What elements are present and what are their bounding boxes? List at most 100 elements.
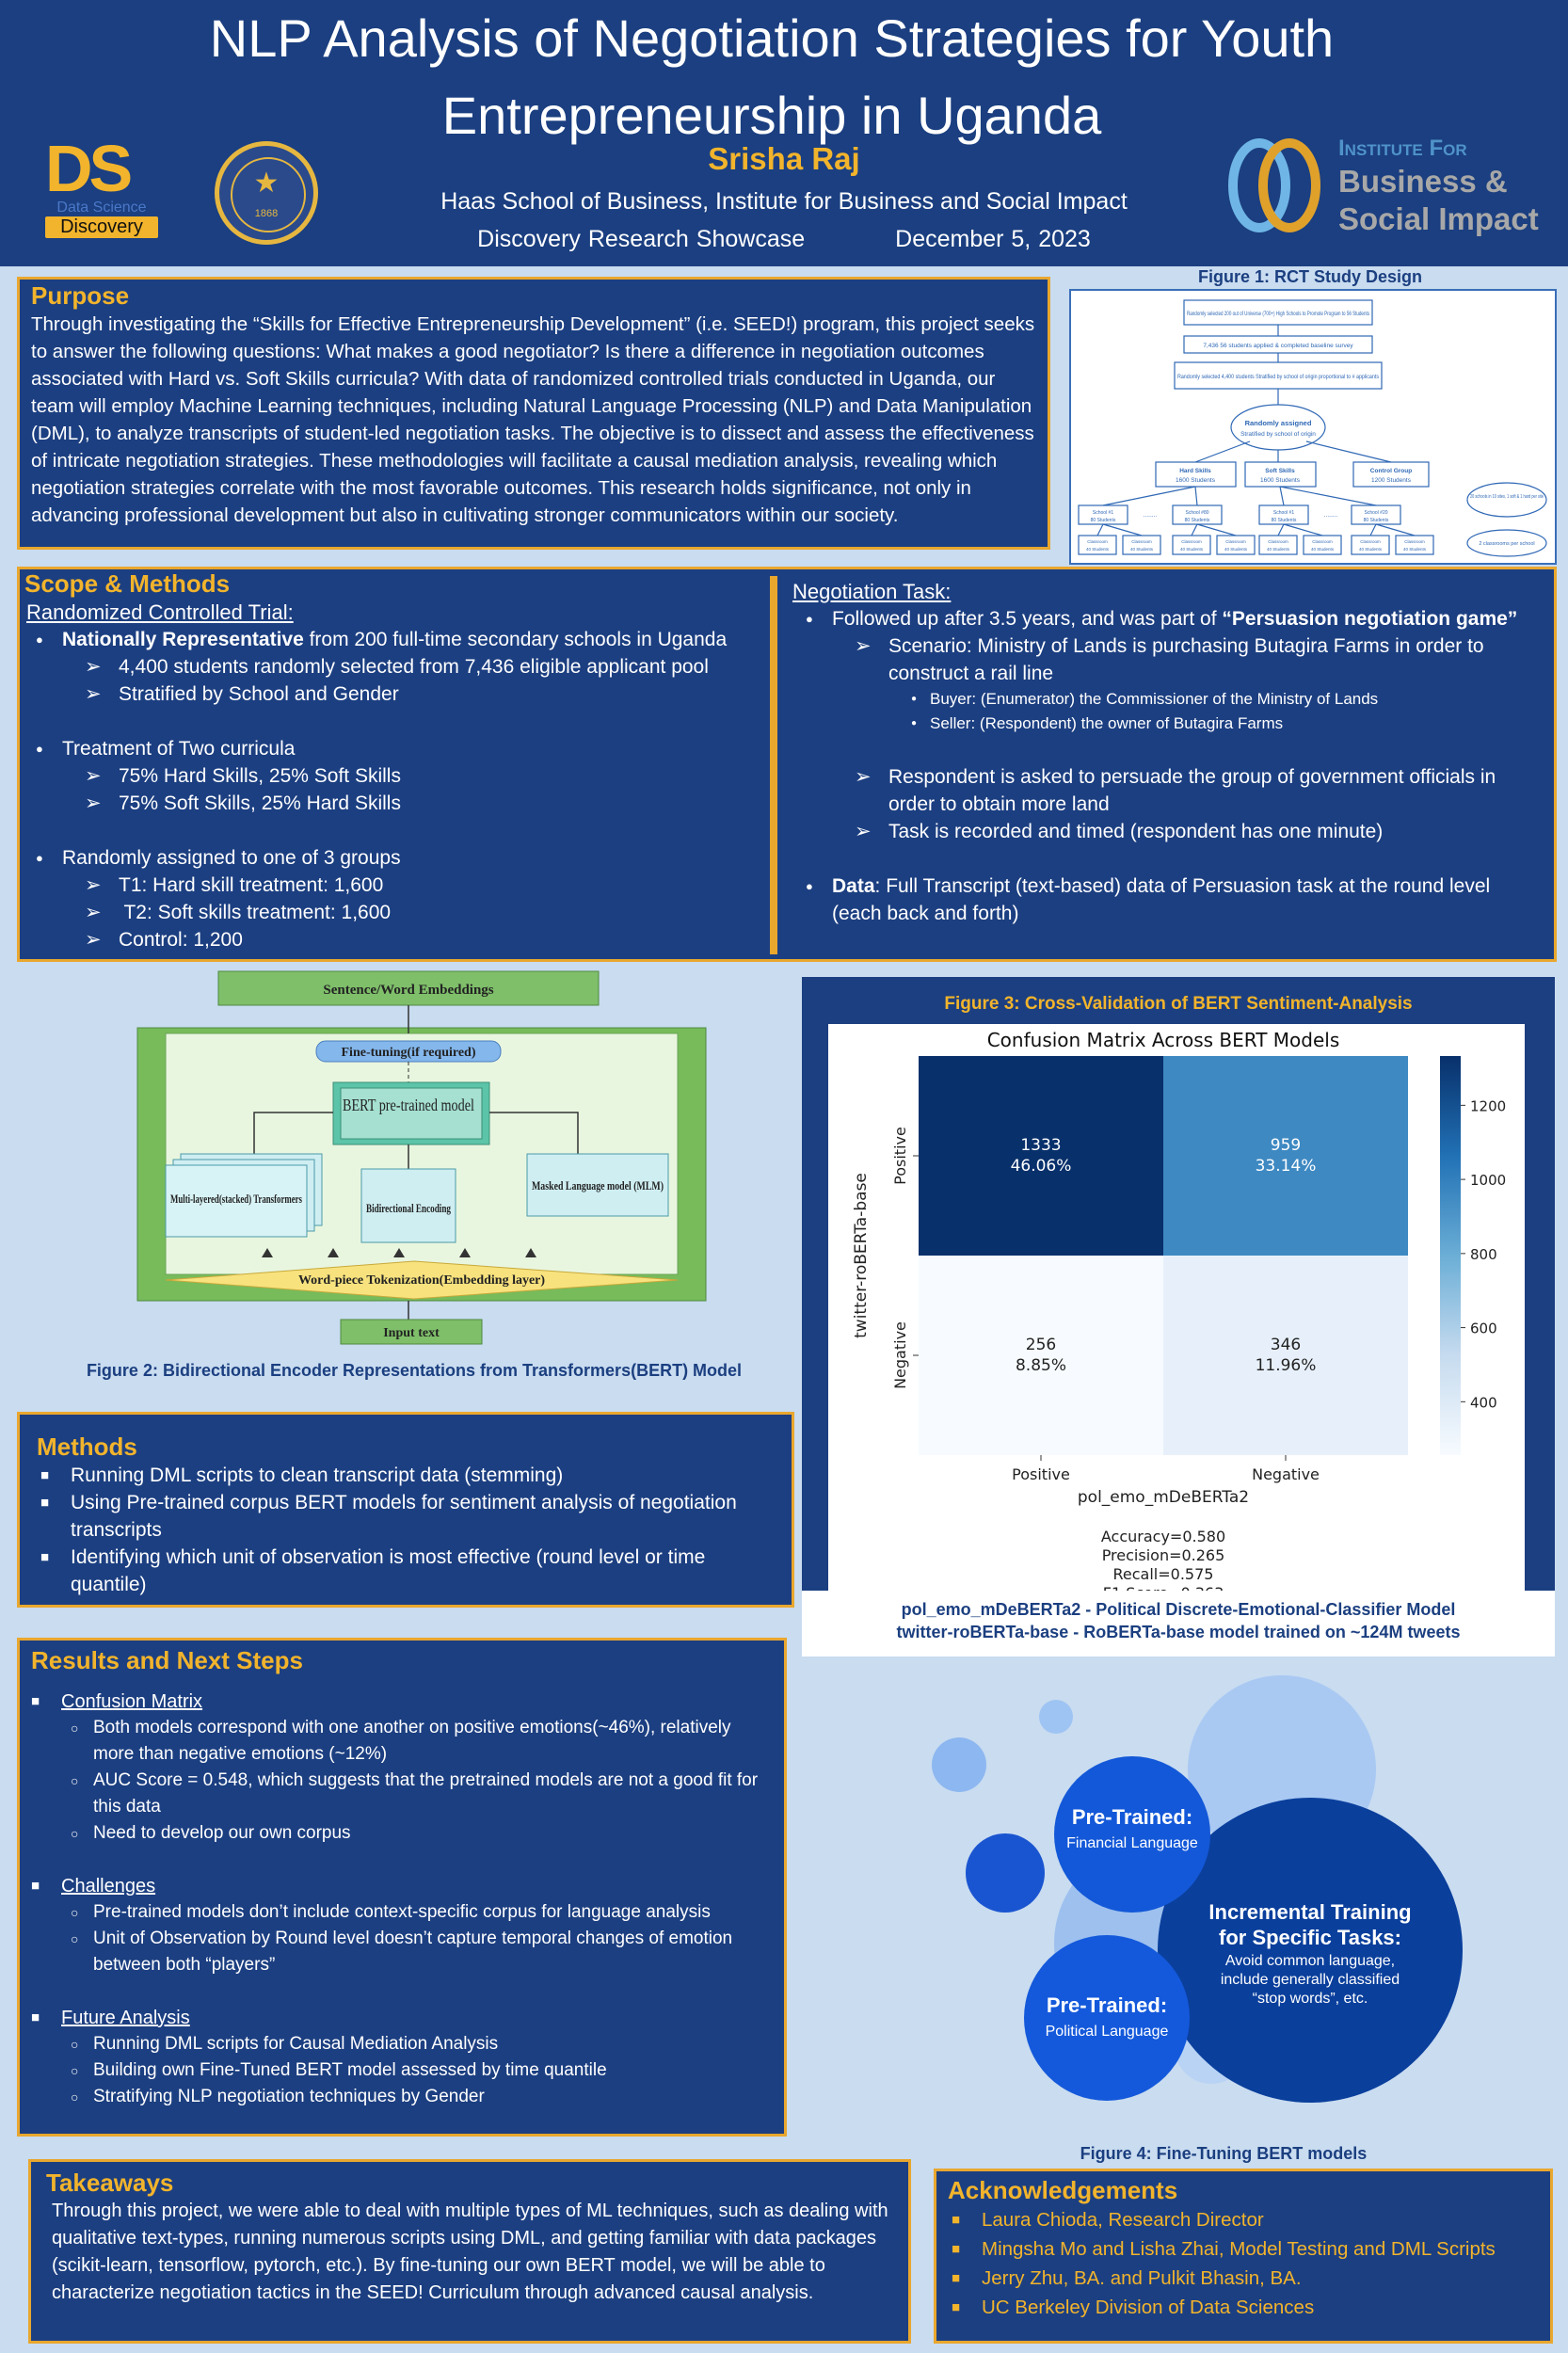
rct-node-assigned-sub: Stratified by school of origin xyxy=(1240,431,1316,438)
rct-school-c: School #1 xyxy=(1273,510,1294,516)
results-ch-item-2: Unit of Observation by Round level doesn… xyxy=(27,1926,775,1978)
methods-heading: Methods xyxy=(37,1433,137,1461)
bubble-deco-1 xyxy=(1039,1700,1073,1734)
figure3-caption: Figure 3: Cross-Validation of BERT Senti… xyxy=(944,994,1413,1014)
rct-classroom-count: 40 Students xyxy=(1224,547,1248,552)
rct-subtitle: Randomized Controlled Trial: xyxy=(26,600,294,624)
event-name: Discovery Research Showcase xyxy=(477,226,806,252)
ack-heading: Acknowledgements xyxy=(948,2176,1178,2204)
rct-school-b-n: 80 Students xyxy=(1185,518,1210,523)
rct-node-control-n: 1200 Students xyxy=(1371,477,1412,484)
rct-classroom-label: Classroom xyxy=(1312,539,1333,544)
bubble-political-title: Pre-Trained: xyxy=(1046,1993,1168,2017)
scope-bullet-groups: Randomly assigned to one of 3 groups T1:… xyxy=(21,844,766,953)
bert-transformers-label: Multi-layered(stacked) Transformers xyxy=(170,1192,302,1206)
author-name: Srisha Raj xyxy=(708,141,860,176)
neg-seller: Seller: (Respondent) the owner of Butagi… xyxy=(832,712,1544,736)
colorbar-tick-label: 1200 xyxy=(1470,1097,1506,1114)
affiliation: Haas School of Business, Institute for B… xyxy=(440,188,1128,215)
ack-item-3: Jerry Zhu, BA. and Pulkit Bhasin, BA. xyxy=(948,2264,1541,2293)
rct-node-hard-n: 1600 Students xyxy=(1176,477,1216,484)
results-challenges: Challenges Pre-trained models don’t incl… xyxy=(27,1873,775,1978)
rct-node-hard: Hard Skills xyxy=(1179,468,1211,474)
figure3-note2: twitter-roBERTa-base - RoBERTa-base mode… xyxy=(896,1623,1461,1641)
purpose-heading: Purpose xyxy=(31,281,130,310)
rct-classroom-count: 40 Students xyxy=(1403,547,1427,552)
colorbar-tick-label: 1000 xyxy=(1470,1172,1506,1189)
figure1-rct-diagram: Randomly selected 200 out of Universe (7… xyxy=(1069,289,1557,565)
rct-classroom-label: Classroom xyxy=(1404,539,1425,544)
figure2-caption: Figure 2: Bidirectional Encoder Represen… xyxy=(86,1361,743,1380)
rct-classroom-count: 40 Students xyxy=(1086,547,1110,552)
bubble-incremental: Incremental Training for Specific Tasks:… xyxy=(1158,1798,1463,2103)
ibsi-rings-icon xyxy=(1228,138,1320,232)
ibsi-line3: Social Impact xyxy=(1338,201,1539,236)
confusion-matrix-svg: Confusion Matrix Across BERT Models13334… xyxy=(852,1029,1506,1602)
neg-bullet-followup: Followed up after 3.5 years, and was par… xyxy=(791,605,1544,845)
negotiation-task-title: Negotiation Task: xyxy=(792,580,952,603)
y-tick-label: Negative xyxy=(891,1321,909,1389)
x-axis-label: pol_emo_mDeBERTa2 xyxy=(1078,1488,1249,1507)
scope-left-column: Scope & Methods Randomized Controlled Tr… xyxy=(21,568,766,953)
cell-percent-label: 11.96% xyxy=(1256,1356,1317,1375)
event-line: Discovery Research Showcase December 5, 2… xyxy=(0,226,1568,253)
colorbar-tick-label: 800 xyxy=(1470,1246,1497,1263)
rct-classroom-label: Classroom xyxy=(1268,539,1288,544)
results-fa-item-1: Running DML scripts for Causal Mediation… xyxy=(27,2031,775,2057)
results-section: Results and Next Steps Confusion Matrix … xyxy=(17,1638,787,2137)
metric-label: Accuracy=0.580 xyxy=(1101,1528,1225,1545)
bert-input-label: Input text xyxy=(383,1326,440,1340)
results-cm-item-3: Need to develop our own corpus xyxy=(27,1820,775,1847)
event-date: December 5, 2023 xyxy=(895,226,1091,252)
neg-sub-scenario: Scenario: Ministry of Lands is purchasin… xyxy=(832,632,1544,736)
scope-sub-control: Control: 1,200 xyxy=(62,926,766,953)
rct-classroom-label: Classroom xyxy=(1087,539,1108,544)
bert-diagram-svg: Sentence/Word Embeddings Fine-tuning(if … xyxy=(136,970,707,1345)
bubble-deco-2 xyxy=(932,1737,986,1792)
ds-logo-letters: DS xyxy=(45,132,133,205)
bert-mlm-label: Masked Language model (MLM) xyxy=(532,1178,664,1193)
bubble-deco-5 xyxy=(966,1833,1045,1913)
results-fa-item-2: Building own Fine-Tuned BERT model asses… xyxy=(27,2057,775,2084)
rct-diagram-svg: Randomly selected 200 out of Universe (7… xyxy=(1078,299,1547,557)
rct-classroom-count: 40 Students xyxy=(1267,547,1290,552)
bert-bidirectional-label: Bidirectional Encoding xyxy=(366,1201,451,1215)
rct-classroom-label: Classroom xyxy=(1360,539,1381,544)
rct-school-d-n: 80 Students xyxy=(1364,518,1389,523)
scope-sub-t1: T1: Hard skill treatment: 1,600 xyxy=(62,872,766,899)
colorbar-tick-label: 400 xyxy=(1470,1394,1497,1411)
neg-buyer: Buyer: (Enumerator) the Commissioner of … xyxy=(832,687,1544,712)
figure2-bert-diagram: Sentence/Word Embeddings Fine-tuning(if … xyxy=(132,969,715,1352)
results-ch-item-1: Pre-trained models don’t include context… xyxy=(27,1899,775,1926)
figure1-caption: Figure 1: RCT Study Design xyxy=(1197,267,1423,286)
rct-node-control: Control Group xyxy=(1370,468,1412,474)
rct-node-soft-n: 1600 Students xyxy=(1260,477,1301,484)
ds-logo-sub1: Data Science xyxy=(56,200,147,216)
cell-percent-label: 8.85% xyxy=(1016,1356,1066,1375)
heatmap-cell xyxy=(919,1256,1163,1455)
rct-classroom-count: 40 Students xyxy=(1130,547,1154,552)
figure3-notes: pol_emo_mDeBERTa2 - Political Discrete-E… xyxy=(802,1591,1555,1657)
rct-classroom-label: Classroom xyxy=(1225,539,1246,544)
scope-bullet-treatment: Treatment of Two curricula 75% Hard Skil… xyxy=(21,735,766,817)
bert-embeddings-label: Sentence/Word Embeddings xyxy=(323,983,493,998)
rct-school-a: School #1 xyxy=(1093,510,1113,516)
cell-count-label: 959 xyxy=(1271,1136,1301,1155)
rct-node-soft: Soft Skills xyxy=(1265,468,1295,474)
figure4-bubbles: Incremental Training for Specific Tasks:… xyxy=(932,1657,1515,2127)
rct-note2: 2 classrooms per school xyxy=(1479,541,1534,547)
purpose-body: Through investigating the “Skills for Ef… xyxy=(31,313,1035,526)
scope-right-column: Negotiation Task: Followed up after 3.5 … xyxy=(791,578,1544,927)
bert-tokenization-label: Word-piece Tokenization(Embedding layer) xyxy=(298,1273,545,1288)
bert-finetune-label: Fine-tuning(if required) xyxy=(342,1046,476,1060)
poster-title: NLP Analysis of Negotiation Strategies f… xyxy=(209,8,1335,145)
ack-item-1: Laura Chioda, Research Director xyxy=(948,2205,1541,2234)
cell-percent-label: 33.14% xyxy=(1256,1157,1317,1176)
methods-section: Methods Running DML scripts to clean tra… xyxy=(17,1412,794,1608)
heatmap-cell xyxy=(1163,1056,1408,1256)
uc-seal-logo: ★ 1868 xyxy=(215,141,318,245)
ibsi-logo: Institute For Business & Social Impact xyxy=(1222,134,1542,243)
ack-item-4: UC Berkeley Division of Data Sciences xyxy=(948,2293,1541,2322)
metric-label: Recall=0.575 xyxy=(1113,1565,1214,1583)
